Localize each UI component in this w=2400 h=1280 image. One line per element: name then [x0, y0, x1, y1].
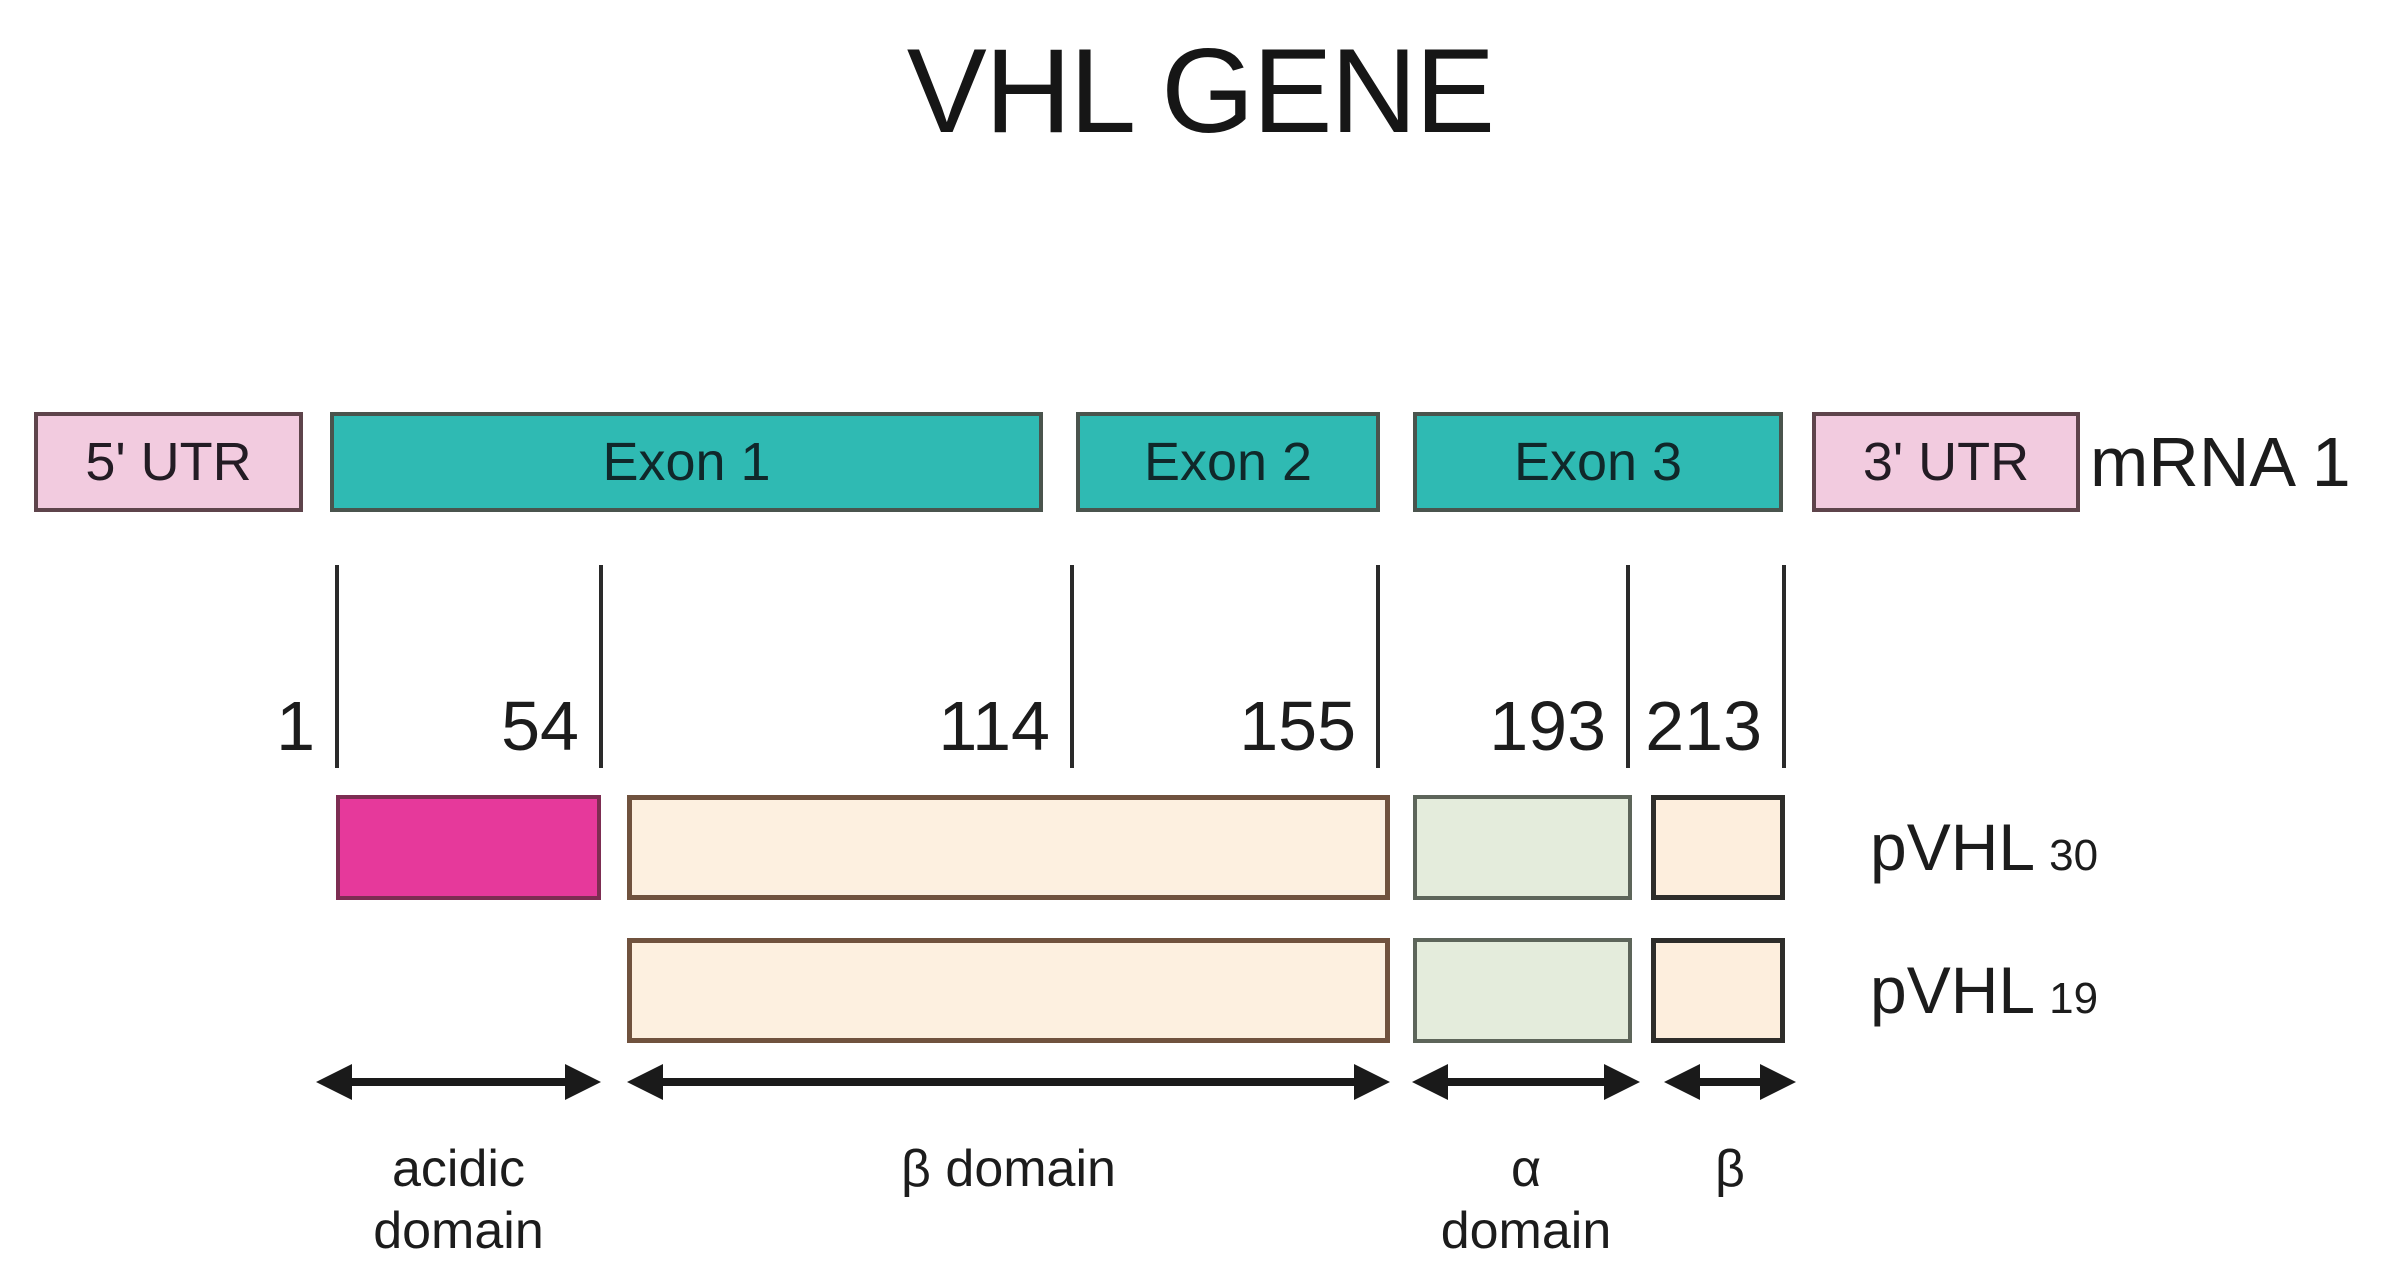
alpha-domain-double-arrow-icon [1412, 1064, 1640, 1100]
mrna-segment-3utr: 3' UTR [1812, 412, 2080, 512]
mrna-segment-label: Exon 2 [1143, 432, 1313, 492]
alpha-domain-label: α domain [1440, 1140, 1612, 1260]
beta-cterm-double-arrow-icon [1664, 1064, 1796, 1100]
protein-subscript: 30 [2049, 831, 2099, 880]
scale-tick-213 [1782, 565, 1786, 768]
mrna-segment-5utr: 5' UTR [34, 412, 303, 512]
pvhl19-label: pVHL 19 [1870, 938, 2230, 1043]
mrna-segment-label: 3' UTR [1862, 432, 2030, 492]
arrowhead-right-icon [565, 1064, 601, 1100]
mrna-segment-label: Exon 1 [602, 432, 771, 492]
diagram-title: VHL GENE [906, 24, 1495, 158]
scale-number: 193 [1489, 687, 1606, 765]
pvhl19-beta-cterm-box [1651, 938, 1785, 1043]
scale-tick-54 [599, 565, 603, 768]
arrowhead-right-icon [1760, 1064, 1796, 1100]
scale-number: 213 [1645, 687, 1762, 765]
acidic-domain-double-arrow-icon [316, 1064, 601, 1100]
pvhl30-acidic-domain-box [336, 795, 601, 900]
beta-domain-double-arrow-icon [627, 1064, 1390, 1100]
protein-subscript: 19 [2049, 974, 2099, 1023]
arrowhead-right-icon [1354, 1064, 1390, 1100]
scale-tick-193 [1626, 565, 1630, 768]
protein-name: pVHL [1870, 810, 2036, 884]
scale-number: 1 [276, 687, 315, 765]
pvhl30-beta-domain-box [627, 795, 1390, 900]
scale-number: 114 [938, 687, 1050, 765]
pvhl30-beta-cterm-box [1651, 795, 1785, 900]
scale-number: 155 [1239, 687, 1356, 765]
pvhl30-alpha-domain-box [1413, 795, 1632, 900]
pvhl19-alpha-domain-box [1413, 938, 1632, 1043]
scale-tick-114 [1070, 565, 1074, 768]
mrna-segment-exon3: Exon 3 [1413, 412, 1783, 512]
pvhl19-beta-domain-box [627, 938, 1390, 1043]
mrna-segment-label: 5' UTR [85, 432, 252, 492]
acidic-domain-label: acidic domain [373, 1140, 544, 1260]
beta-cterm-label: β [1715, 1140, 1745, 1198]
protein-name: pVHL [1870, 953, 2036, 1027]
scale-tick-155 [1376, 565, 1380, 768]
mrna-segment-label: Exon 3 [1513, 432, 1683, 492]
mrna-segment-exon2: Exon 2 [1076, 412, 1380, 512]
arrowhead-right-icon [1604, 1064, 1640, 1100]
mrna-segment-exon1: Exon 1 [330, 412, 1043, 512]
scale-tick-1 [335, 565, 339, 768]
beta-domain-label: β domain [901, 1140, 1116, 1198]
pvhl30-label: pVHL 30 [1870, 795, 2230, 900]
mrna-row-label: mRNA 1 [2090, 423, 2351, 501]
scale-number: 54 [501, 687, 579, 765]
